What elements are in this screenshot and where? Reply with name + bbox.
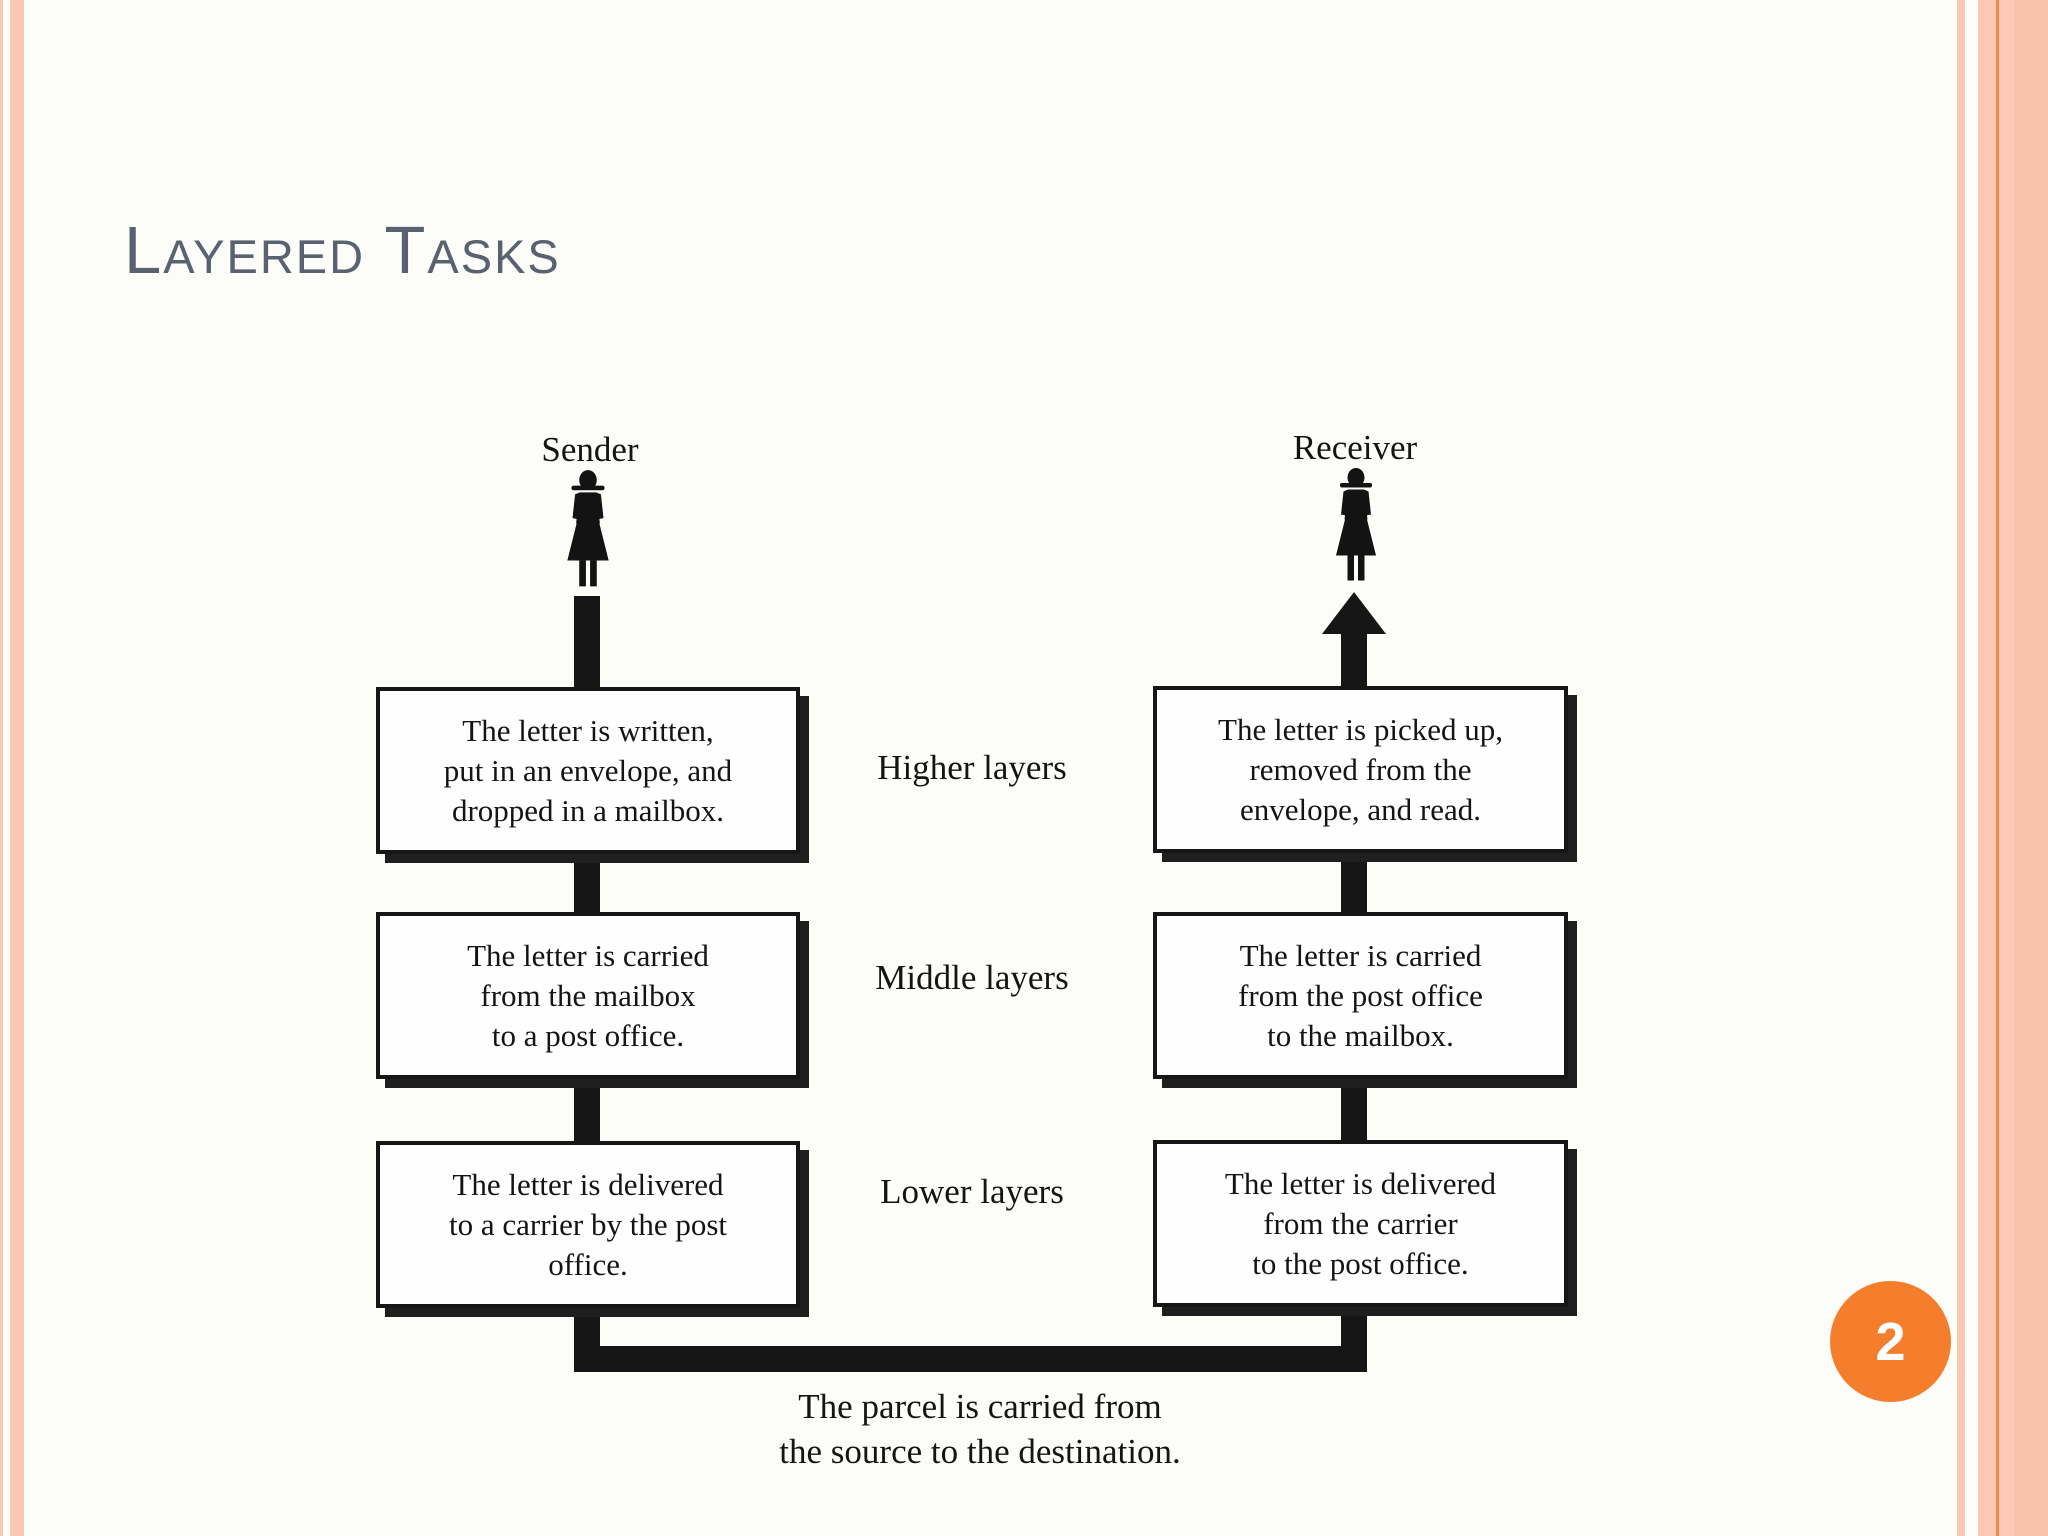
receiver-task-box-middle: The letter is carried from the post offi… bbox=[1153, 912, 1568, 1079]
sender-person-icon bbox=[567, 470, 609, 587]
page-title: Layered Tasks bbox=[124, 213, 561, 288]
receiver-label: Receiver bbox=[1292, 428, 1418, 467]
right-stripe-fill-1 bbox=[1999, 0, 2014, 1536]
sender-label: Sender bbox=[541, 430, 639, 469]
sender-task-box-lower: The letter is delivered to a carrier by … bbox=[376, 1141, 800, 1308]
bottom-transport-line bbox=[574, 1346, 1367, 1372]
layer-label-lower: Lower layers bbox=[880, 1172, 1064, 1211]
left-stripe-wide bbox=[10, 0, 24, 1536]
right-stripe-fill-2 bbox=[2014, 0, 2048, 1536]
page-number-badge: 2 bbox=[1830, 1281, 1951, 1402]
layer-label-middle: Middle layers bbox=[875, 958, 1069, 997]
page-number: 2 bbox=[1875, 1311, 1906, 1372]
sender-task-box-higher: The letter is written, put in an envelop… bbox=[376, 687, 800, 854]
receiver-task-box-lower: The letter is delivered from the carrier… bbox=[1153, 1140, 1568, 1307]
receiver-task-box-higher: The letter is picked up, removed from th… bbox=[1153, 686, 1568, 853]
sender-task-box-middle: The letter is carried from the mailbox t… bbox=[376, 912, 800, 1079]
receiver-person-icon bbox=[1336, 468, 1376, 581]
right-stripe-mid bbox=[1978, 0, 1996, 1536]
right-stripe-thin bbox=[1957, 0, 1965, 1536]
transport-caption: The parcel is carried from the source to… bbox=[779, 1387, 1181, 1471]
layer-label-higher: Higher layers bbox=[877, 748, 1067, 787]
up-arrow-icon bbox=[1322, 592, 1386, 692]
right-stripe-accent-line bbox=[1996, 0, 1999, 1536]
left-stripe-thin bbox=[0, 0, 3, 1536]
